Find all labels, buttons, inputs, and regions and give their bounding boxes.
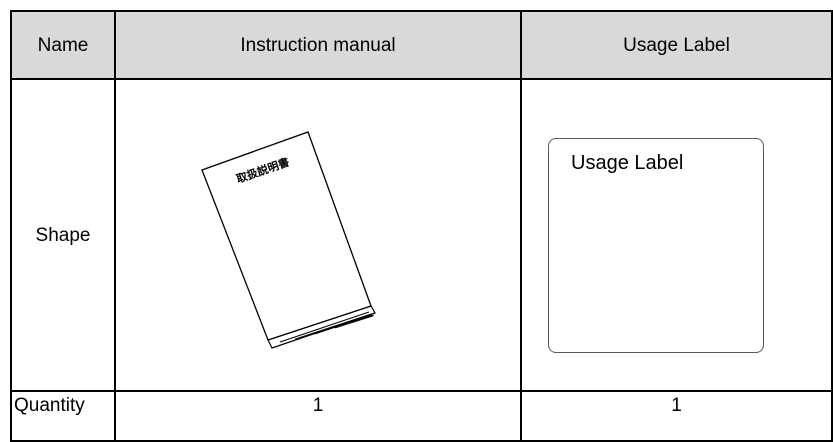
- instruction-manual-shape-cell: 取扱説明書: [114, 78, 522, 392]
- quantity-label-cell: Quantity: [10, 390, 116, 442]
- usage-label-card-icon: Usage Label: [548, 138, 764, 353]
- usage-label-card-text: Usage Label: [571, 152, 684, 174]
- instruction-manual-quantity-cell: 1: [114, 390, 522, 442]
- shape-label-cell: Shape: [10, 78, 116, 392]
- header-row: Name Instruction manual Usage Label: [10, 10, 833, 80]
- shape-row: Shape 取扱説明書 Usage Labe: [10, 78, 833, 392]
- usage-label-quantity-cell: 1: [520, 390, 833, 442]
- instruction-booklet-icon: 取扱説明書: [201, 131, 376, 349]
- parts-table: Name Instruction manual Usage Label Shap…: [10, 10, 833, 442]
- header-instruction-manual-cell: Instruction manual: [114, 10, 522, 80]
- header-usage-label-cell: Usage Label: [520, 10, 833, 80]
- header-name-cell: Name: [10, 10, 116, 80]
- usage-label-shape-cell: Usage Label: [520, 78, 833, 392]
- quantity-row: Quantity 1 1: [10, 390, 833, 442]
